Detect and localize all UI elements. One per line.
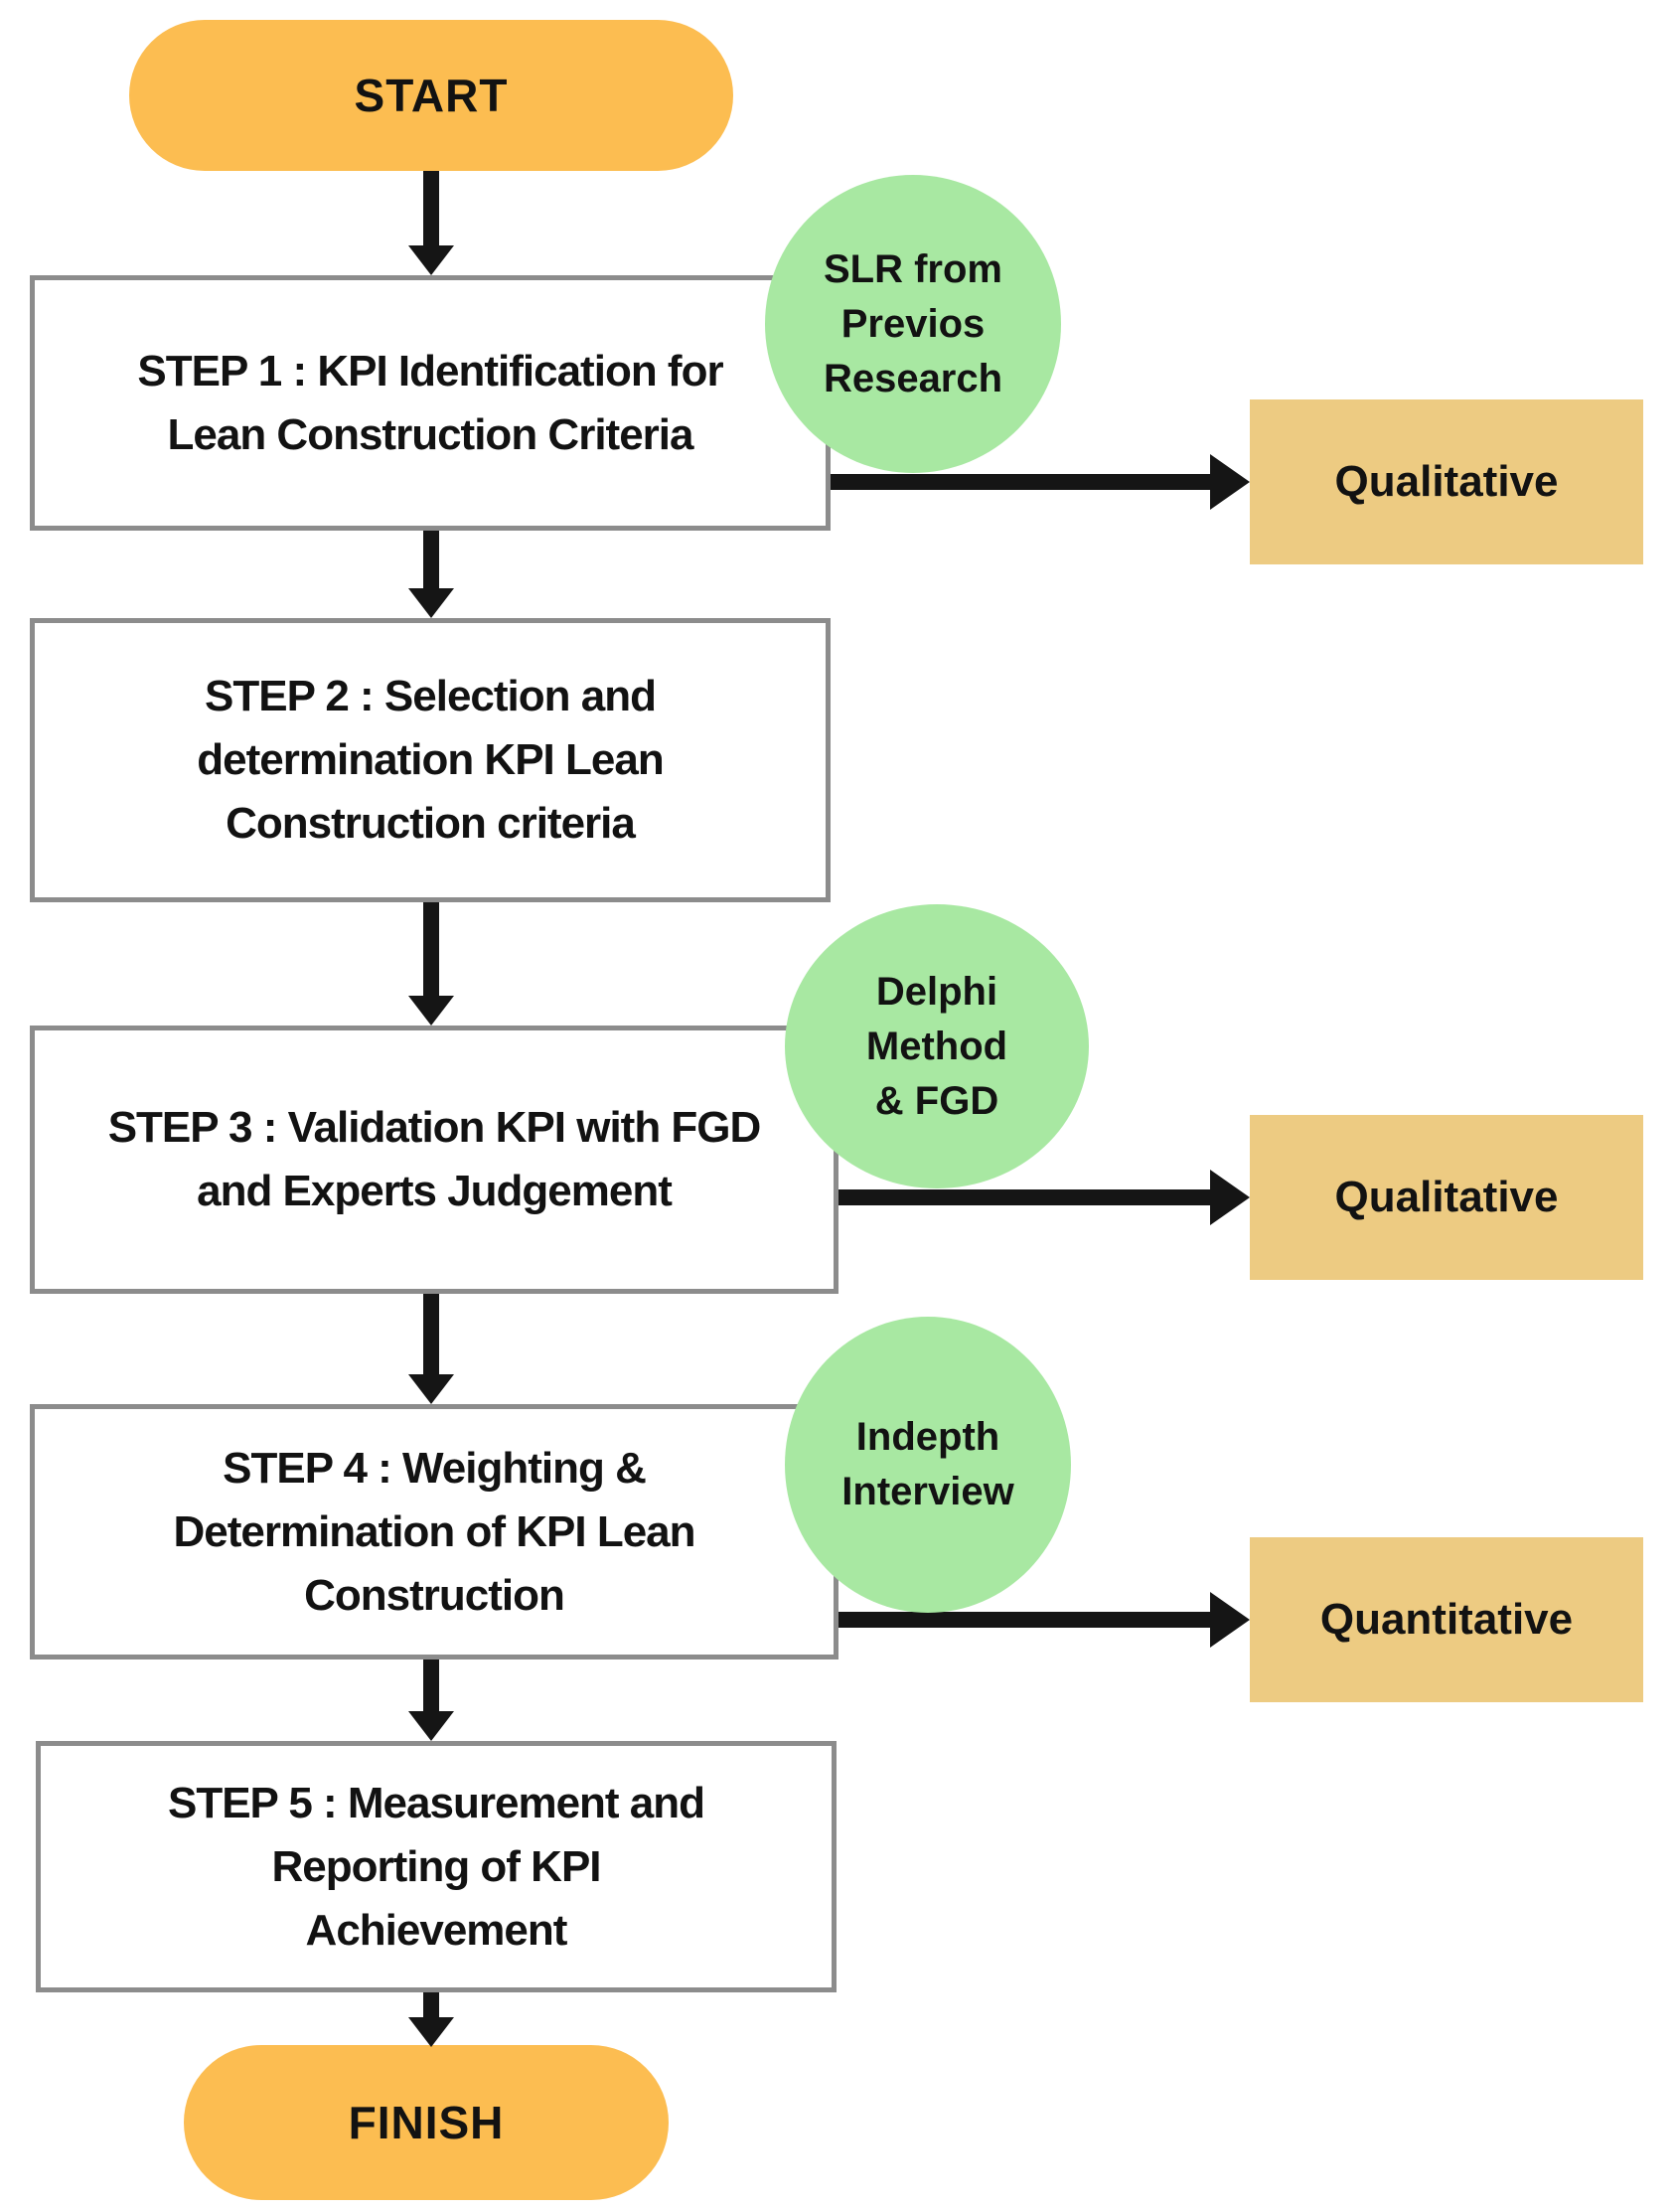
bubble-delphi-line3: & FGD (874, 1078, 999, 1123)
bubble-delphi-line2: Method (865, 1024, 1008, 1068)
arrow-step1-to-step2 (408, 531, 454, 618)
arrow-step2-to-step3 (408, 902, 454, 1026)
arrow-down-icon (408, 2017, 454, 2047)
arrow-step4-to-quantitative (838, 1592, 1250, 1648)
step4-line2: Determination of KPI Lean (173, 1506, 695, 1556)
arrow-down-icon (408, 1711, 454, 1741)
arrow-step1-to-qualitative (831, 454, 1250, 510)
step4-line3: Construction (304, 1570, 565, 1620)
step2-box: STEP 2 : Selection and determination KPI… (30, 618, 831, 902)
arrow-start-to-step1 (408, 171, 454, 275)
arrow-shaft (423, 1992, 439, 2018)
bubble-slr-line1: SLR from (824, 246, 1002, 291)
step5-line3: Achievement (305, 1905, 568, 1955)
bubble-slr-line2: Previos (840, 301, 986, 346)
arrow-shaft (423, 1294, 439, 1375)
bubble-indepth-line1: Indepth (855, 1415, 1000, 1459)
arrow-shaft (838, 1189, 1214, 1205)
arrow-step5-to-finish (408, 1992, 454, 2047)
step3-box: STEP 3 : Validation KPI with FGD and Exp… (30, 1026, 838, 1294)
step1-line2: Lean Construction Criteria (167, 409, 694, 459)
bubble-slr-line3: Research (823, 356, 1003, 400)
arrow-shaft (423, 1659, 439, 1712)
step2-line1: STEP 2 : Selection and (205, 672, 657, 720)
finish-label: FINISH (348, 2097, 505, 2148)
bubble-delphi: Delphi Method & FGD (785, 904, 1089, 1188)
start-label: START (354, 70, 509, 121)
arrow-step3-to-step4 (408, 1294, 454, 1404)
arrow-down-icon (408, 588, 454, 618)
bubble-delphi-line1: Delphi (875, 969, 998, 1014)
finish-node: FINISH (184, 2045, 669, 2200)
arrow-shaft (423, 171, 439, 246)
output-qualitative-1-label: Qualitative (1334, 457, 1559, 506)
bubble-indepth: Indepth Interview (785, 1317, 1071, 1613)
output-qualitative-2-label: Qualitative (1334, 1173, 1559, 1221)
start-node: START (129, 20, 733, 171)
step1-box: STEP 1 : KPI Identification for Lean Con… (30, 275, 831, 531)
output-quantitative: Quantitative (1250, 1537, 1643, 1702)
step2-line2: determination KPI Lean (197, 735, 664, 784)
arrow-down-icon (408, 1374, 454, 1404)
arrow-down-icon (408, 996, 454, 1026)
arrow-right-icon (1210, 454, 1250, 510)
arrow-right-icon (1210, 1170, 1250, 1225)
step5-box: STEP 5 : Measurement and Reporting of KP… (36, 1741, 837, 1992)
step4-box: STEP 4 : Weighting & Determination of KP… (30, 1404, 838, 1659)
arrow-down-icon (408, 245, 454, 275)
output-qualitative-1: Qualitative (1250, 399, 1643, 564)
output-qualitative-2: Qualitative (1250, 1115, 1643, 1280)
bubble-indepth-line2: Interview (841, 1470, 1014, 1513)
step5-line1: STEP 5 : Measurement and (167, 1778, 705, 1827)
step2-line3: Construction criteria (226, 799, 636, 848)
arrow-shaft (423, 902, 439, 997)
arrow-shaft (423, 531, 439, 589)
arrow-shaft (838, 1612, 1214, 1628)
step4-line1: STEP 4 : Weighting & (223, 1443, 647, 1493)
arrow-right-icon (1210, 1592, 1250, 1648)
arrow-shaft (831, 474, 1214, 490)
step3-line2: and Experts Judgement (197, 1167, 673, 1215)
step5-line2: Reporting of KPI (271, 1841, 601, 1891)
step1-line1: STEP 1 : KPI Identification for (137, 346, 723, 395)
arrow-step4-to-step5 (408, 1659, 454, 1741)
output-quantitative-label: Quantitative (1319, 1595, 1574, 1644)
arrow-step3-to-qualitative (838, 1170, 1250, 1225)
bubble-slr: SLR from Previos Research (765, 175, 1061, 473)
step3-line1: STEP 3 : Validation KPI with FGD (107, 1103, 762, 1152)
